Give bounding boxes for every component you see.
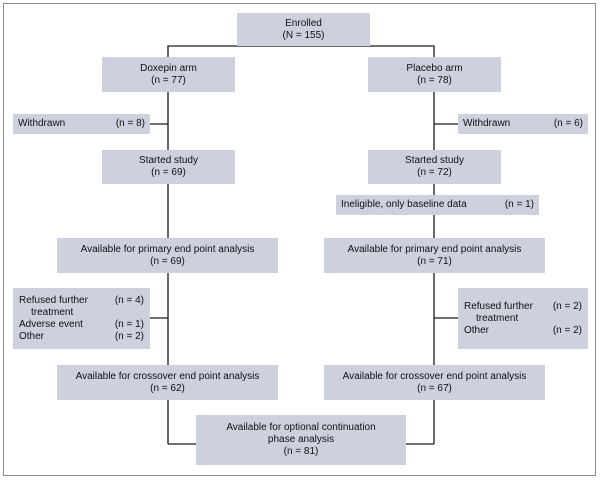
placebo-ineligible-box: Ineligible, only baseline data (n = 1) (336, 195, 539, 215)
doxepin-other-count: (n = 2) (114, 330, 144, 342)
doxepin-crossover-count: (n = 62) (150, 382, 185, 394)
placebo-withdrawn-box: Withdrawn (n = 6) (458, 114, 588, 134)
doxepin-crossover-label: Available for crossover end point analys… (75, 370, 260, 382)
placebo-other-count: (n = 2) (552, 324, 582, 336)
placebo-withdrawn-label: Withdrawn (463, 118, 511, 129)
continuation-line1: Available for optional continuation (226, 422, 376, 433)
enrolled-label: Enrolled (285, 17, 322, 29)
doxepin-started-label: Started study (139, 155, 198, 166)
doxepin-started-box: Started study (n = 69) (102, 150, 235, 184)
continuation-box: Available for optional continuation phas… (196, 415, 406, 465)
placebo-refused-continuation: treatment (476, 312, 519, 324)
doxepin-adverse-row: Adverse event (n = 1) (19, 319, 144, 331)
doxepin-excluded-box: Refused further (n = 4) treatment Advers… (13, 288, 150, 349)
placebo-crossover-label: Available for crossover end point analys… (342, 370, 527, 382)
placebo-crossover-box: Available for crossover end point analys… (324, 365, 545, 400)
doxepin-adverse-label: Adverse event (19, 318, 83, 330)
doxepin-refused-continuation: treatment (31, 306, 74, 318)
doxepin-arm-count: (n = 77) (151, 74, 186, 86)
placebo-refused-count: (n = 2) (552, 300, 582, 312)
doxepin-other-row: Other (n = 2) (19, 331, 144, 343)
placebo-arm-label: Placebo arm (406, 62, 463, 74)
doxepin-refused-label: Refused further (19, 294, 88, 306)
doxepin-withdrawn-box: Withdrawn (n = 8) (13, 114, 150, 134)
connector-enrolled-arms (167, 45, 435, 57)
doxepin-refused-count: (n = 4) (114, 294, 144, 306)
doxepin-primary-count: (n = 69) (150, 255, 185, 267)
placebo-refused-row: Refused further (n = 2) (464, 301, 582, 313)
placebo-arm-box: Placebo arm (n = 78) (368, 57, 501, 92)
doxepin-refused-row: Refused further (n = 4) (19, 295, 144, 307)
placebo-primary-box: Available for primary end point analysis… (324, 238, 545, 273)
doxepin-started-count: (n = 69) (151, 167, 186, 178)
placebo-refused-label: Refused further (464, 300, 533, 312)
enrolled-count: (N = 155) (282, 29, 325, 41)
placebo-other-row: Other (n = 2) (464, 325, 582, 337)
placebo-started-count: (n = 72) (417, 167, 452, 178)
doxepin-crossover-box: Available for crossover end point analys… (57, 365, 278, 400)
placebo-withdrawn-count: (n = 6) (553, 118, 583, 129)
placebo-crossover-count: (n = 67) (417, 382, 452, 394)
doxepin-adverse-count: (n = 1) (114, 318, 144, 330)
placebo-primary-label: Available for primary end point analysis (347, 243, 522, 255)
doxepin-primary-label: Available for primary end point analysis (80, 243, 255, 255)
placebo-ineligible-count: (n = 1) (504, 199, 534, 210)
doxepin-primary-box: Available for primary end point analysis… (57, 238, 278, 273)
placebo-primary-count: (n = 71) (417, 255, 452, 267)
continuation-count: (n = 81) (283, 446, 319, 457)
placebo-arm-count: (n = 78) (417, 74, 452, 86)
doxepin-withdrawn-count: (n = 8) (115, 118, 145, 129)
doxepin-withdrawn-label: Withdrawn (18, 118, 66, 129)
doxepin-arm-box: Doxepin arm (n = 77) (102, 57, 235, 92)
doxepin-arm-label: Doxepin arm (140, 62, 197, 74)
placebo-ineligible-label: Ineligible, only baseline data (341, 199, 467, 210)
continuation-line2: phase analysis (267, 434, 335, 445)
placebo-started-label: Started study (405, 155, 464, 166)
enrolled-box: Enrolled (N = 155) (237, 13, 370, 46)
doxepin-other-label: Other (19, 330, 45, 342)
placebo-started-box: Started study (n = 72) (368, 150, 501, 184)
placebo-other-label: Other (464, 324, 490, 336)
placebo-excluded-box: Refused further (n = 2) treatment Other … (458, 288, 588, 349)
